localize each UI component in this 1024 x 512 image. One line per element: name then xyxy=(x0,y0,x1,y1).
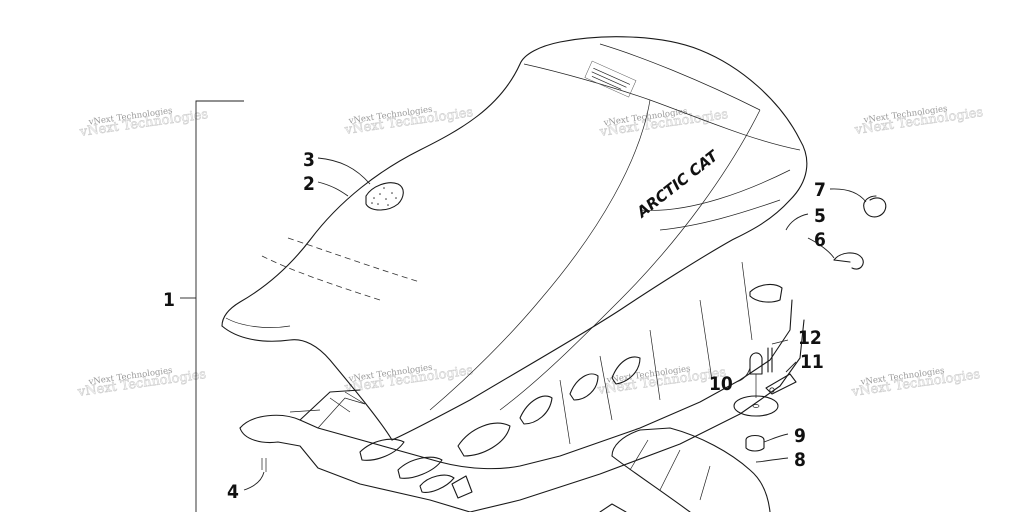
callout-8: 8 xyxy=(794,449,806,471)
watermarks: vNext Technologies vNext Technologies vN… xyxy=(76,104,985,401)
callout-3: 3 xyxy=(303,149,315,171)
watermark: vNext Technologies vNext Technologies xyxy=(343,363,475,397)
bolt-10 xyxy=(749,352,763,398)
watermark: vNext Technologies vNext Technologies xyxy=(850,366,982,400)
latch-11 xyxy=(765,373,797,395)
rear-label xyxy=(584,60,637,98)
watermark: vNext Technologies vNext Technologies xyxy=(78,106,210,140)
callout-9: 9 xyxy=(794,425,806,447)
nut-9 xyxy=(745,434,765,452)
callout-4: 4 xyxy=(227,481,239,503)
callout-5: 5 xyxy=(814,205,826,227)
callout-1: 1 xyxy=(163,289,175,311)
pin-12 xyxy=(767,347,773,373)
watermark: vNext Technologies vNext Technologies xyxy=(853,104,985,138)
brand-text: ARCTIC CAT xyxy=(633,146,723,222)
watermark: vNext Technologies vNext Technologies xyxy=(76,366,208,401)
leader-lines xyxy=(243,157,867,491)
callout-10: 10 xyxy=(709,373,733,395)
decal-dots xyxy=(371,187,397,206)
pad-block xyxy=(599,427,771,512)
watermark: vNext Technologies vNext Technologies xyxy=(596,364,728,398)
callout-11: 11 xyxy=(800,351,824,373)
ring-7 xyxy=(863,195,887,218)
hook-4 xyxy=(261,458,267,472)
assembly-bracket xyxy=(180,100,244,512)
seat-base xyxy=(239,261,805,512)
decal-patch xyxy=(365,182,404,211)
washer xyxy=(733,395,779,417)
watermark: vNext Technologies vNext Technologies xyxy=(343,105,475,139)
callouts: 1 2 3 4 5 6 7 8 9 10 11 12 xyxy=(163,149,826,503)
callout-7: 7 xyxy=(814,179,826,201)
watermark: vNext Technologies vNext Technologies xyxy=(598,107,730,141)
callout-2: 2 xyxy=(303,173,315,195)
callout-6: 6 xyxy=(814,229,826,251)
clip-6 xyxy=(833,252,864,270)
callout-12: 12 xyxy=(798,327,822,349)
